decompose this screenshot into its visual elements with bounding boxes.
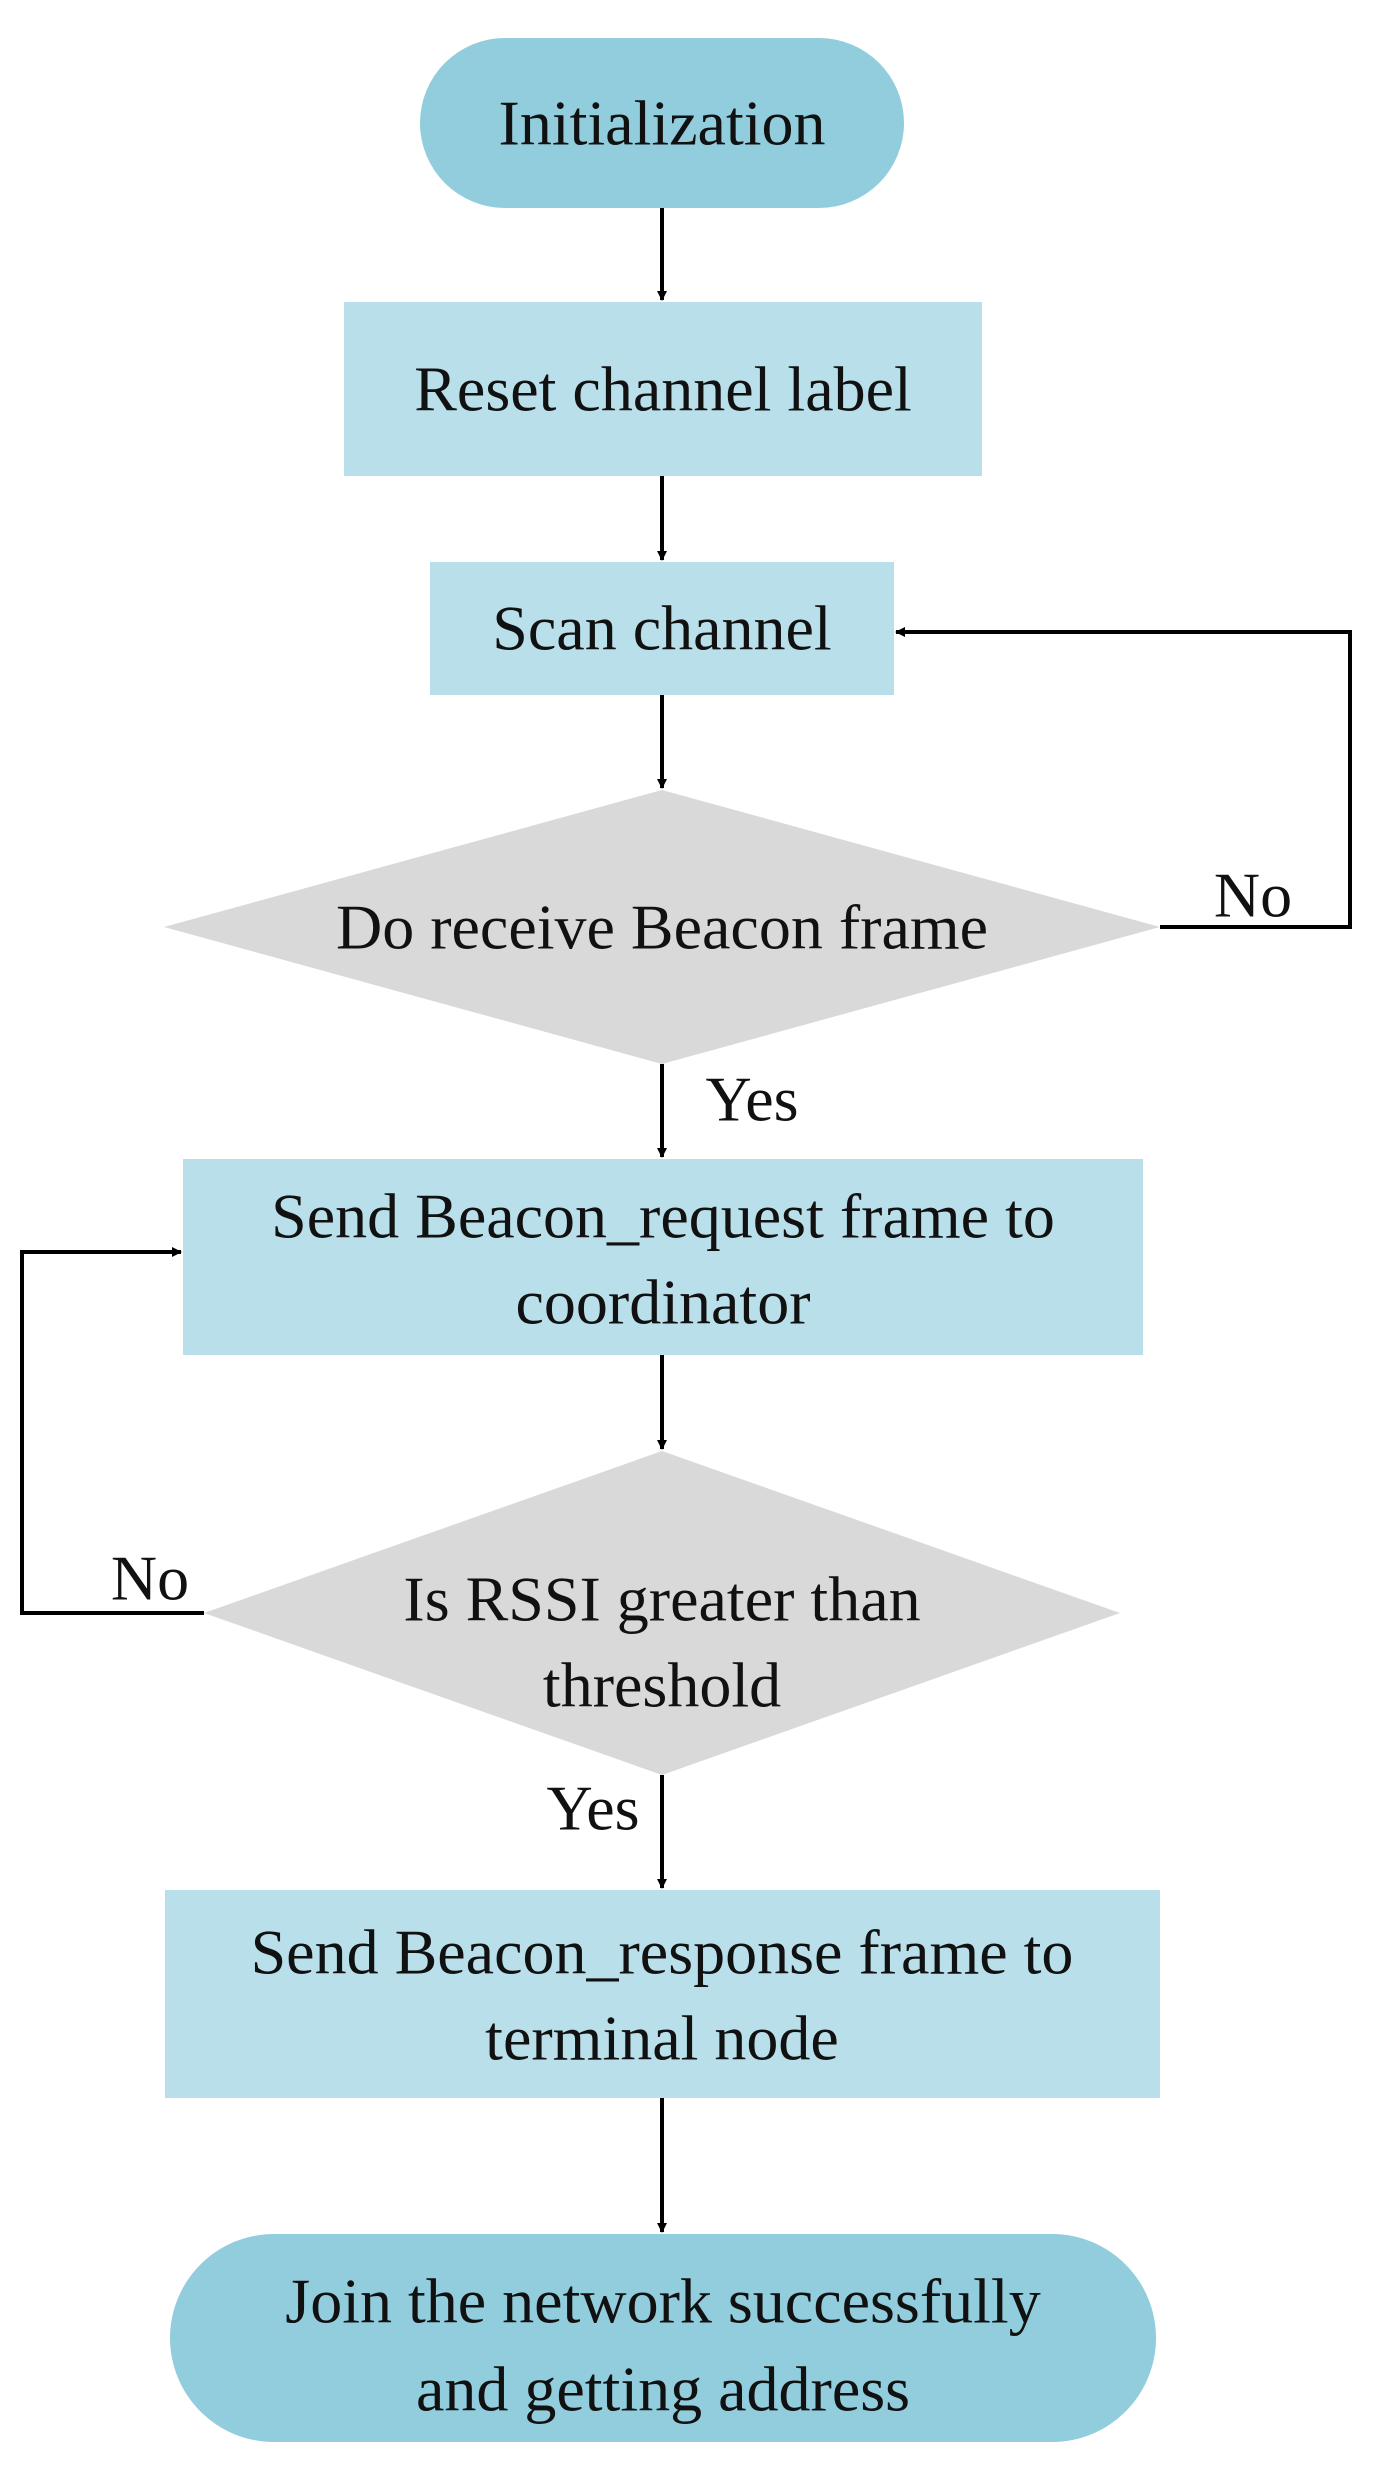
send-request-box [183, 1159, 1143, 1355]
send-response-box [165, 1890, 1160, 2098]
beacon-decision-label-line-1: Do receive Beacon frame [336, 892, 988, 963]
connectors [20, 208, 1352, 2233]
scan-channel-box [430, 562, 894, 695]
end-terminal [170, 2234, 1156, 2442]
send-response-label-line-1: Send Beacon_response frame to [251, 1917, 1074, 1988]
reset-channel-label-line-1: Reset channel label [414, 354, 912, 425]
rssi-decision-label-line-2: threshold [543, 1650, 781, 1721]
send-request-label-line-2: coordinator [516, 1267, 811, 1338]
rssi-decision-label-line-1: Is RSSI greater than [403, 1564, 920, 1635]
start-label-line-1: Initialization [499, 88, 826, 159]
arrow-beacon-no-loop [895, 627, 1352, 929]
end-label-line-1: Join the network successfully [285, 2266, 1040, 2337]
start-terminal [420, 38, 904, 208]
rssi-decision-diamond [204, 1451, 1120, 1775]
scan-channel-label-line-1: Scan channel [492, 593, 831, 664]
beacon-decision-diamond [164, 790, 1160, 1064]
send-request-label-line-1: Send Beacon_request frame to [271, 1181, 1055, 1252]
send-response-label-line-2: terminal node [485, 2003, 839, 2074]
reset-channel-box [344, 302, 982, 476]
rssi-no-label: No [111, 1543, 189, 1614]
arrow-rssi-no-loop [20, 1247, 204, 1615]
rssi-yes-label: Yes [546, 1773, 639, 1844]
beacon-no-label: No [1214, 860, 1292, 931]
end-label-line-2: and getting address [416, 2354, 910, 2425]
beacon-yes-label: Yes [705, 1064, 798, 1135]
